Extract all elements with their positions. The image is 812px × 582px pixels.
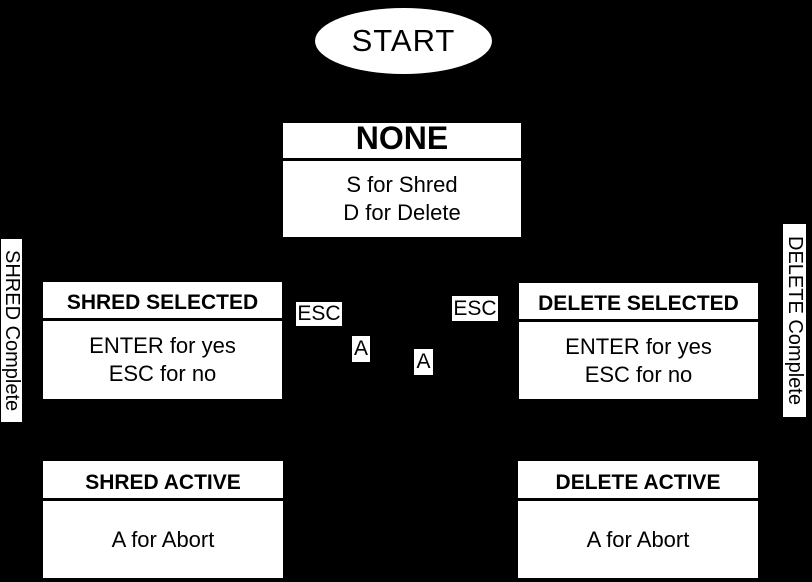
state-none: NONE S for Shred D for Delete (283, 120, 521, 237)
state-shred-active-line-1: A for Abort (111, 526, 215, 552)
state-delete-active-line-1: A for Abort (586, 526, 690, 552)
state-shred-selected-line-1: ENTER for yes (89, 333, 236, 358)
edge-label-abort-right: A (414, 349, 433, 375)
state-shred-active-title: SHRED ACTIVE (43, 461, 283, 501)
state-none-body: S for Shred D for Delete (283, 161, 521, 237)
state-delete-active-title: DELETE ACTIVE (518, 461, 758, 501)
start-node-label: START (351, 23, 456, 58)
state-none-title: NONE (283, 120, 521, 161)
state-shred-selected-body: ENTER for yes ESC for no (43, 321, 282, 399)
state-shred-active: SHRED ACTIVE A for Abort (43, 461, 283, 578)
state-delete-selected-line-2: ESC for no (584, 361, 693, 387)
state-delete-selected-line-1: ENTER for yes (565, 333, 712, 359)
state-shred-selected: SHRED SELECTED ENTER for yes ESC for no (43, 282, 282, 399)
edge-label-delete-complete: DELETE Complete (783, 224, 806, 417)
state-shred-selected-title: SHRED SELECTED (43, 282, 282, 321)
edge-label-esc-right: ESC (452, 296, 498, 321)
start-node: START (315, 8, 492, 74)
state-delete-selected-body: ENTER for yes ESC for no (519, 322, 758, 399)
state-delete-selected-title: DELETE SELECTED (519, 283, 758, 322)
state-none-line-1: S for Shred (346, 172, 458, 197)
state-none-line-2: D for Delete (343, 200, 461, 225)
edge-label-esc-left: ESC (296, 302, 342, 326)
state-shred-active-body: A for Abort (43, 501, 283, 578)
state-delete-active: DELETE ACTIVE A for Abort (518, 461, 758, 578)
state-delete-active-body: A for Abort (518, 501, 758, 578)
state-shred-selected-line-2: ESC for no (108, 361, 217, 386)
edge-label-abort-left: A (352, 336, 370, 362)
state-delete-selected: DELETE SELECTED ENTER for yes ESC for no (519, 283, 758, 399)
edge-label-shred-complete: SHRED Complete (1, 239, 23, 422)
